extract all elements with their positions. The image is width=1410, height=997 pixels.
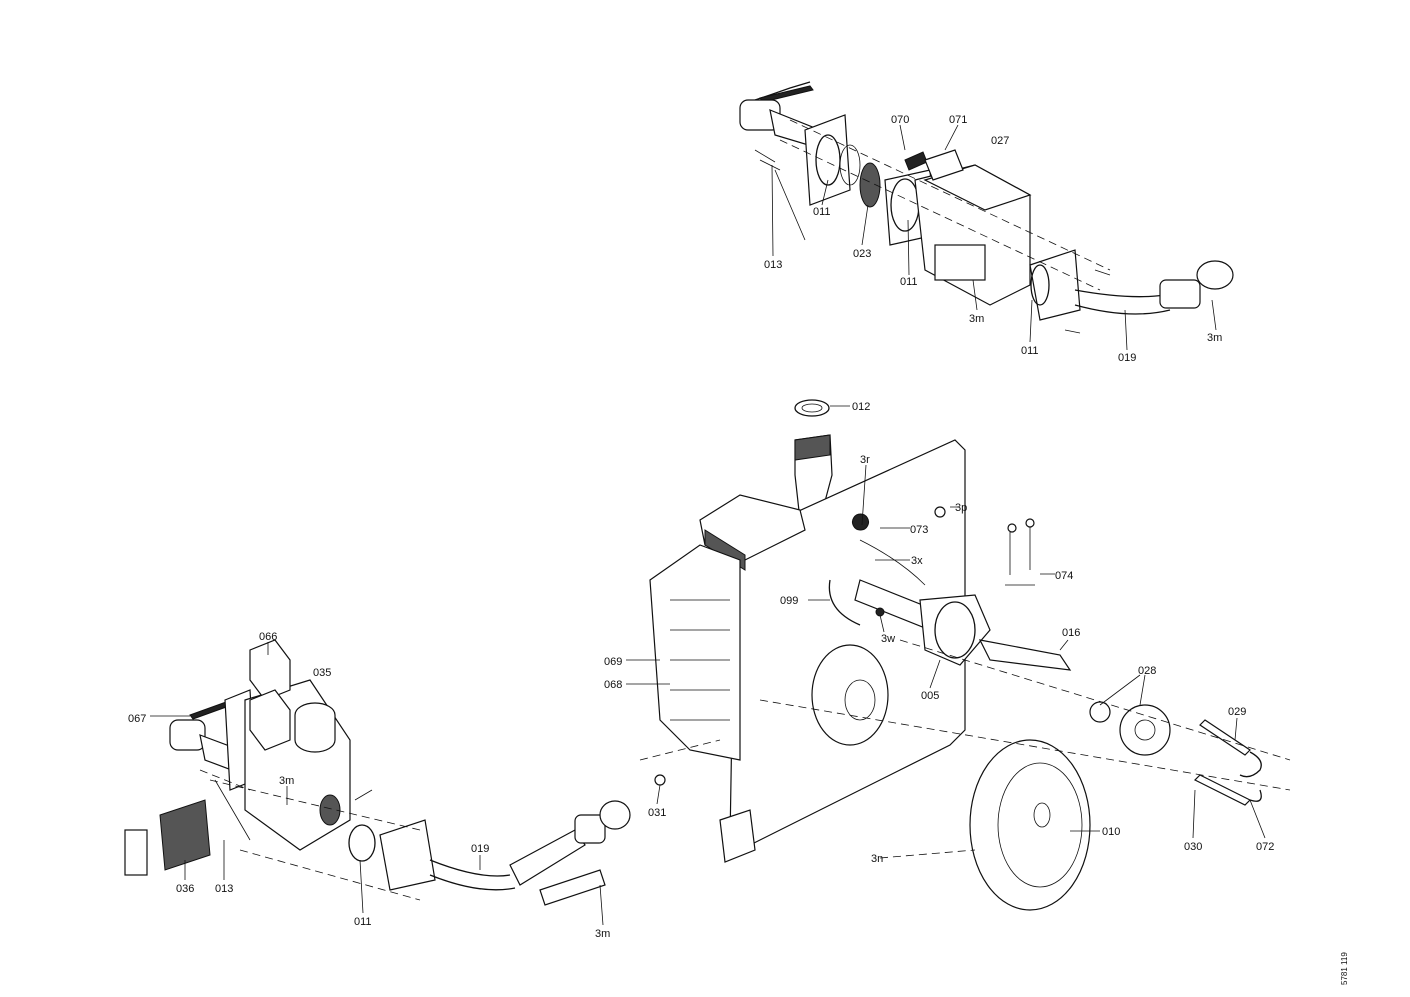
label-3m: 3m	[279, 775, 294, 787]
label-012: 012	[852, 401, 870, 413]
label-030: 030	[1184, 841, 1202, 853]
burner-housing-assembly	[639, 399, 1291, 911]
label-071: 071	[949, 114, 967, 126]
part-labels-top: 070 071 027 011 013 023 011 3m 011 019 3…	[764, 114, 1222, 364]
label-013: 013	[764, 259, 782, 271]
label-3m: 3m	[595, 928, 610, 940]
label-072: 072	[1256, 841, 1274, 853]
label-066: 066	[259, 631, 277, 643]
label-070: 070	[891, 114, 909, 126]
leader-lines-burner	[626, 405, 1266, 839]
label-027: 027	[991, 135, 1009, 147]
label-067: 067	[128, 713, 146, 725]
label-011: 011	[1021, 345, 1039, 357]
leader-lines-left	[150, 642, 604, 926]
label-073: 073	[910, 524, 928, 536]
label-019: 019	[471, 843, 489, 855]
gas-valve-assembly-top	[739, 81, 1234, 334]
leader-lines-top	[771, 124, 1217, 351]
label-3m: 3m	[1207, 332, 1222, 344]
label-3w: 3w	[881, 633, 895, 645]
label-3x: 3x	[911, 555, 923, 567]
label-005: 005	[921, 690, 939, 702]
label-074: 074	[1055, 570, 1073, 582]
label-3r: 3r	[860, 454, 870, 466]
part-labels-burner: 012 3r 3p 073 3x 074 099 3w 016 069 068 …	[604, 401, 1274, 865]
label-013: 013	[215, 883, 233, 895]
drawing-number: 5781 119	[1340, 952, 1349, 985]
label-031: 031	[648, 807, 666, 819]
label-099: 099	[780, 595, 798, 607]
label-029: 029	[1228, 706, 1246, 718]
label-068: 068	[604, 679, 622, 691]
label-036: 036	[176, 883, 194, 895]
label-011: 011	[354, 916, 372, 928]
label-016: 016	[1062, 627, 1080, 639]
label-019: 019	[1118, 352, 1136, 364]
label-3n: 3n	[871, 853, 883, 865]
label-010: 010	[1102, 826, 1120, 838]
label-3m: 3m	[969, 313, 984, 325]
label-023: 023	[853, 248, 871, 260]
label-028: 028	[1138, 665, 1156, 677]
label-011: 011	[813, 206, 831, 218]
label-035: 035	[313, 667, 331, 679]
gas-valve-assembly-left	[124, 639, 631, 906]
label-069: 069	[604, 656, 622, 668]
label-3p: 3p	[955, 502, 967, 514]
part-labels-left: 066 035 067 3m 036 013 011 019 3m	[128, 631, 610, 940]
label-011: 011	[900, 276, 918, 288]
